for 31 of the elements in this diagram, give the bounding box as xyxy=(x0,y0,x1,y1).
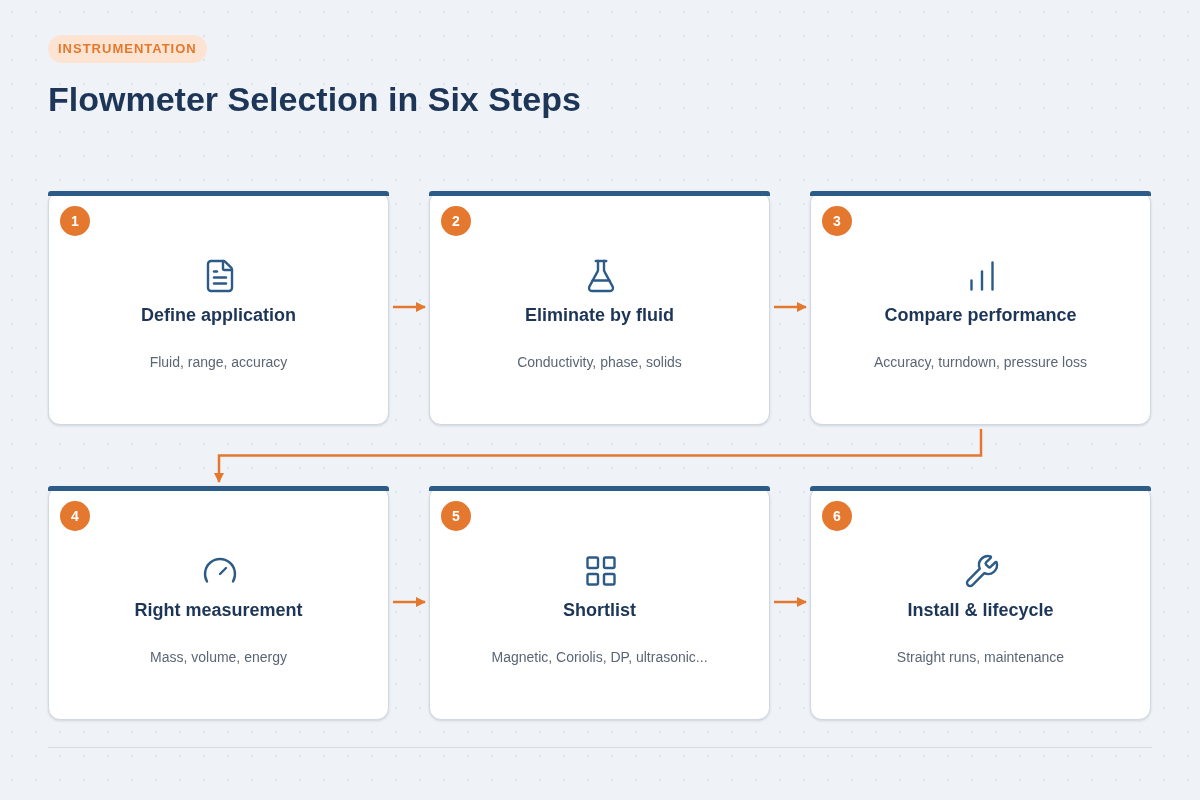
step-card xyxy=(429,191,770,425)
step-card xyxy=(429,486,770,720)
step-heading: Compare performance xyxy=(883,304,1078,327)
category-tag: INSTRUMENTATION xyxy=(48,35,207,63)
step-card xyxy=(810,191,1151,425)
step-number-badge: 2 xyxy=(441,206,471,236)
step-number-badge: 3 xyxy=(822,206,852,236)
step-number-badge: 5 xyxy=(441,501,471,531)
arrow xyxy=(774,597,807,607)
step-description: Straight runs, maintenance xyxy=(895,648,1066,667)
step-heading: Eliminate by fluid xyxy=(524,304,675,327)
step-number-badge: 4 xyxy=(60,501,90,531)
title: Flowmeter Selection in Six Steps xyxy=(48,79,581,120)
step-heading: Define application xyxy=(140,304,297,327)
step-number-badge: 1 xyxy=(60,206,90,236)
step-heading: Right measurement xyxy=(133,599,304,622)
arrow xyxy=(214,429,983,483)
arrow xyxy=(393,597,426,607)
step-description: Conductivity, phase, solids xyxy=(516,353,683,372)
step-description: Accuracy, turndown, pressure loss xyxy=(873,353,1088,372)
arrow xyxy=(774,302,807,312)
step-description: Fluid, range, accuracy xyxy=(148,353,289,372)
step-card xyxy=(48,486,389,720)
arrow xyxy=(393,302,426,312)
step-description: Mass, volume, energy xyxy=(149,648,288,667)
step-heading: Install & lifecycle xyxy=(906,599,1055,622)
step-number-badge: 6 xyxy=(822,501,852,531)
step-card xyxy=(48,191,389,425)
step-card xyxy=(810,486,1151,720)
step-description: Magnetic, Coriolis, DP, ultrasonic... xyxy=(490,648,709,667)
step-heading: Shortlist xyxy=(562,599,637,622)
